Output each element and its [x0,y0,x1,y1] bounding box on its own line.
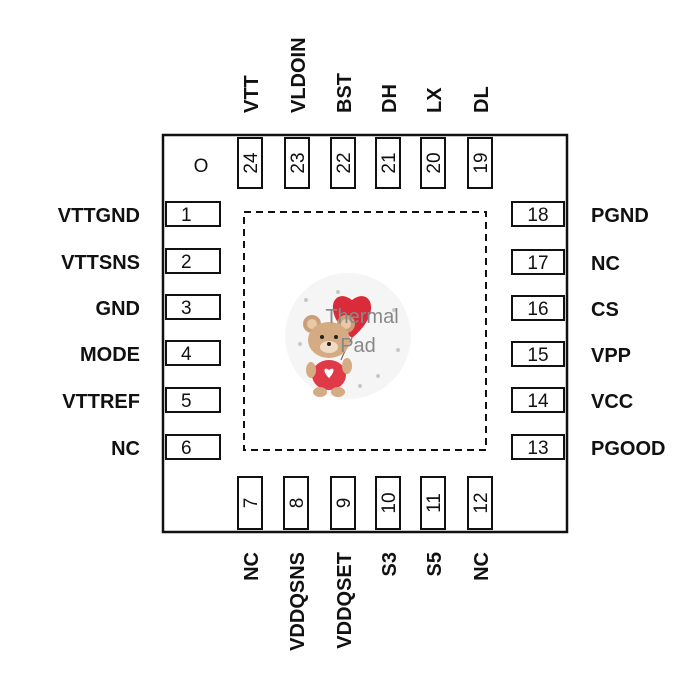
pin-5-number: 5 [181,391,192,412]
thermal-pad-outline [243,211,487,451]
pin-16-number: 16 [527,299,548,320]
pin-9-number: 9 [334,498,355,509]
pin-5-pad [165,387,221,413]
pin-18-number: 18 [527,205,548,226]
pin-18-pad [511,201,565,227]
pin-24-number: 24 [241,152,262,174]
pin-14-name: VCC [591,391,633,413]
thermal-pad-label-line2: Pad [340,335,376,357]
pin-2-name: VTTSNS [61,252,140,274]
pin-2-number: 2 [181,252,192,273]
pin-17-pad [511,249,565,275]
pin-19-number: 19 [471,152,492,173]
pin-8-number: 8 [287,498,308,509]
pin-4-name: MODE [80,344,140,366]
pin-11-name: S5 [424,552,446,576]
pin-11-number: 11 [424,493,445,513]
pin-17-number: 17 [527,253,548,274]
pin-3-pad [165,294,221,320]
pin-20-pad [420,137,446,189]
pin-17-name: NC [591,253,620,275]
pin-6-name: NC [111,438,140,460]
pin-21-pad [375,137,401,189]
pin-10-number: 10 [379,492,400,513]
pin-22-name: BST [334,73,356,113]
pin-13-pad [511,434,565,460]
thermal-pad-label-line1: Thermal [325,306,398,328]
pin-22-pad [330,137,356,189]
pin-24-pad [237,137,263,189]
pin-4-pad [165,340,221,366]
pin-23-number: 23 [288,152,309,173]
pin-6-pad [165,434,221,460]
pin-5-name: VTTREF [62,391,140,413]
pin-21-number: 21 [379,152,400,173]
pin-1-number: 1 [181,205,192,226]
pin-9-name: VDDQSET [334,552,356,649]
pin-3-number: 3 [181,298,192,319]
pin-9-pad [330,476,356,530]
pin-7-number: 7 [241,498,262,509]
bear-mascot-icon [285,273,411,399]
pin-3-name: GND [96,298,140,320]
pin-12-number: 12 [471,492,492,513]
pin-12-name: NC [471,552,493,581]
pin-6-number: 6 [181,438,192,459]
pin1-marker: O [194,156,209,177]
pin-2-pad [165,248,221,274]
pin-1-pad [165,201,221,227]
pin-19-name: DL [471,86,493,113]
pin-15-name: VPP [591,345,631,367]
pin-10-pad [375,476,401,530]
pin-18-name: PGND [591,205,649,227]
pin-11-pad [420,476,446,530]
pin-20-number: 20 [424,152,445,173]
pin-22-number: 22 [334,152,355,173]
pin-13-number: 13 [527,438,548,459]
pin-8-pad [283,476,309,530]
pin-15-pad [511,341,565,367]
pin-12-pad [467,476,493,530]
pin-15-number: 15 [527,345,548,366]
pin-23-name: VLDOIN [288,37,310,113]
pin-7-pad [237,476,263,530]
pin-16-pad [511,295,565,321]
pin-14-number: 14 [527,391,549,412]
pin-14-pad [511,387,565,413]
pin-8-name: VDDQSNS [287,552,309,651]
pin-23-pad [284,137,310,189]
pin-21-name: DH [379,84,401,113]
pin-24-name: VTT [241,75,263,113]
pin-4-number: 4 [181,344,192,365]
pin-20-name: LX [424,87,446,113]
pin-16-name: CS [591,299,619,321]
pin-10-name: S3 [379,552,401,576]
pin-7-name: NC [241,552,263,581]
pin-1-name: VTTGND [58,205,140,227]
pin-19-pad [467,137,493,189]
pin-13-name: PGOOD [591,438,665,460]
